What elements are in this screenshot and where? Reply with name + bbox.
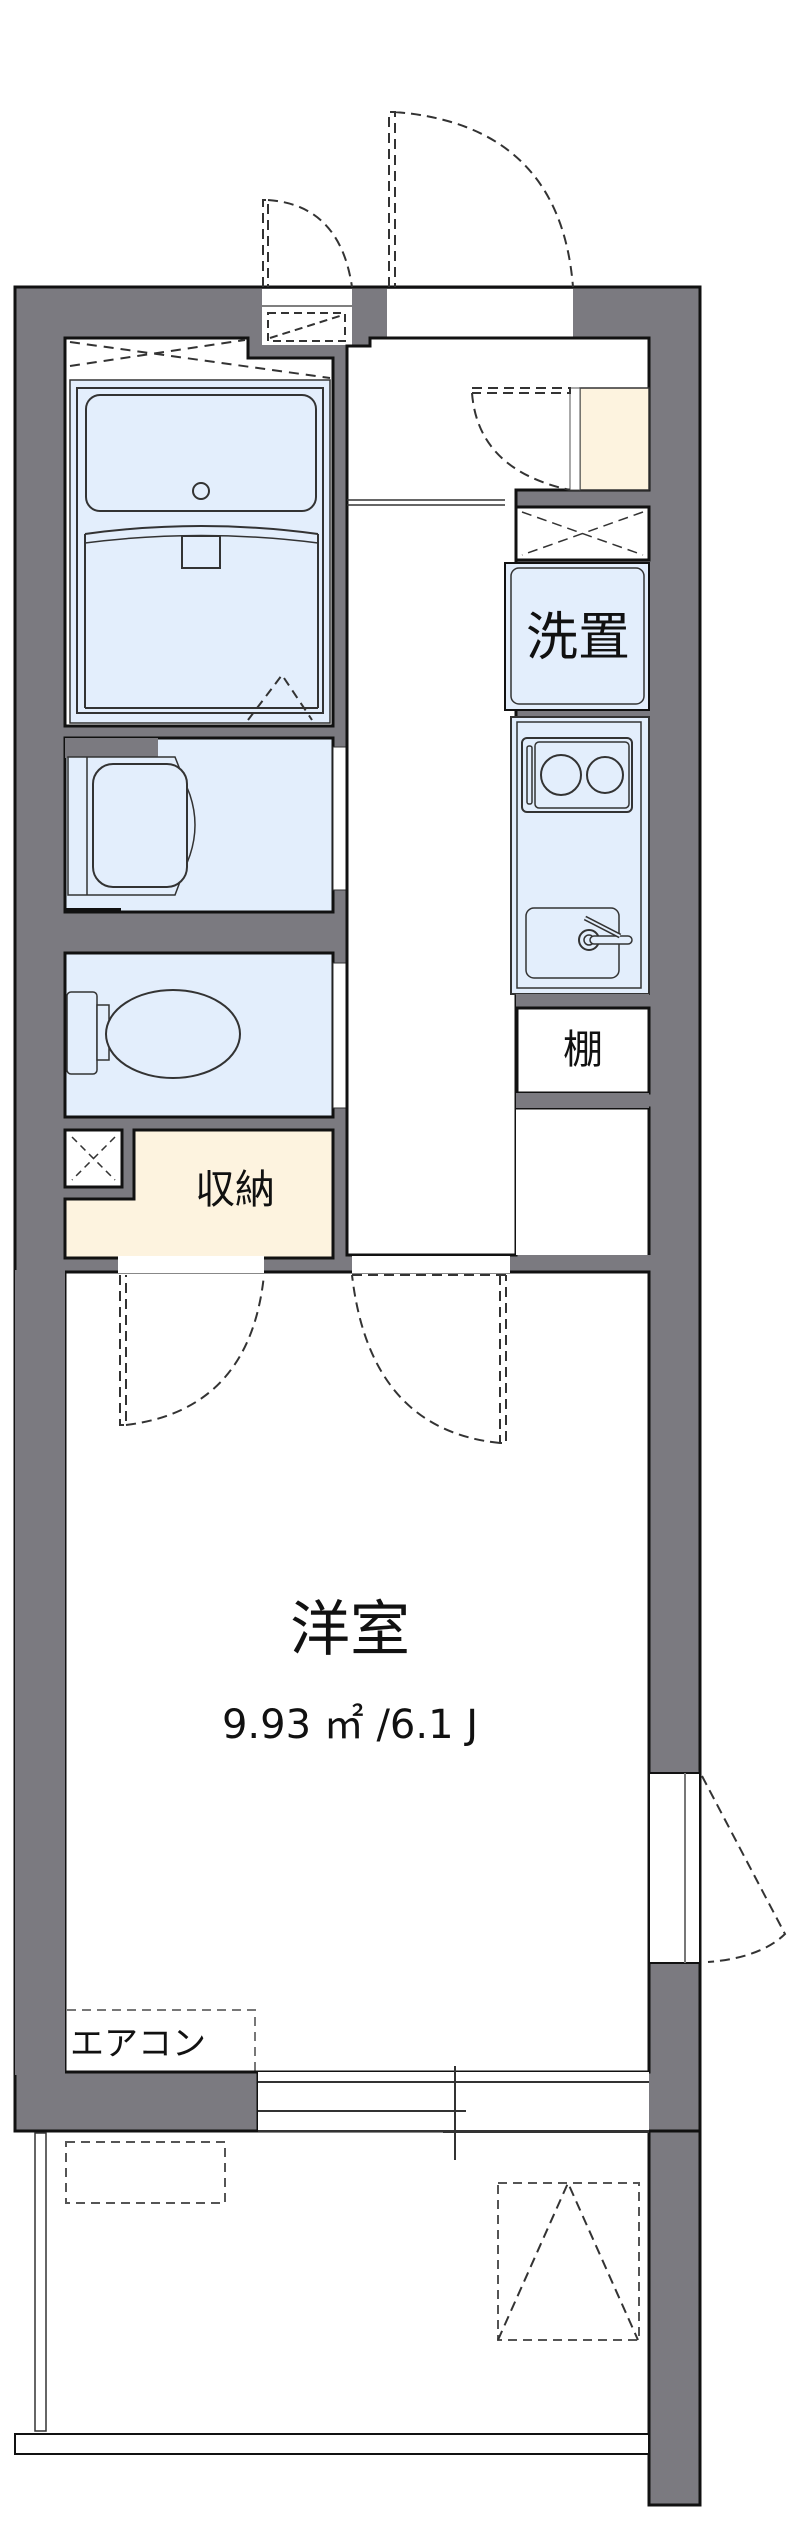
bathroom xyxy=(63,336,335,728)
balcony xyxy=(14,2132,650,2455)
exterior-doors xyxy=(262,111,574,342)
kitchen-counter xyxy=(510,716,650,995)
washroom xyxy=(63,736,484,914)
western-room-area: 9.93 ㎡ /6.1 J xyxy=(221,1702,479,1748)
western-room-name: 洋室 xyxy=(290,1595,410,1665)
storage xyxy=(63,1128,335,1260)
washer-space-label: 洗置 xyxy=(525,608,630,668)
storage-label: 収納 xyxy=(195,1167,275,1213)
shelf xyxy=(515,994,651,1108)
stove-icon xyxy=(521,737,633,813)
shelf-label: 棚 xyxy=(563,1027,603,1073)
evacuation-hatch-icon xyxy=(497,2182,640,2341)
toilet-room xyxy=(63,951,484,1119)
air-conditioner-label: エアコン xyxy=(70,2024,206,2064)
outdoor-ac-unit-icon xyxy=(65,2141,226,2204)
drain-icon xyxy=(192,482,210,500)
washer-space xyxy=(504,562,650,711)
western-room xyxy=(13,1256,787,2160)
